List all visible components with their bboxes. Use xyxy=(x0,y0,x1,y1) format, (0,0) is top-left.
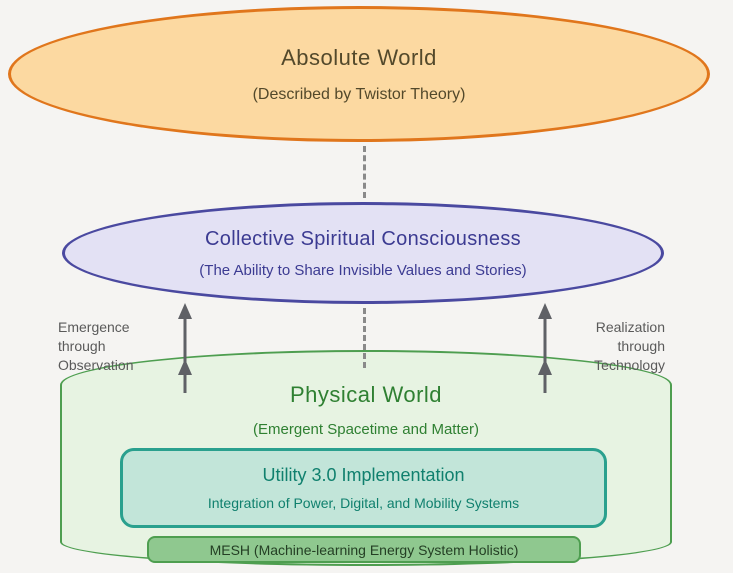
emergence-label-line3: Observation xyxy=(58,357,134,373)
collective-consciousness-subtitle: (The Ability to Share Invisible Values a… xyxy=(199,261,527,279)
emergence-label-line2: through xyxy=(58,338,106,354)
mesh-label: MESH (Machine-learning Energy System Hol… xyxy=(209,541,519,558)
collective-consciousness-title: Collective Spiritual Consciousness xyxy=(205,227,521,250)
up-arrow-left-icon xyxy=(178,303,192,393)
utility-implementation-title: Utility 3.0 Implementation xyxy=(262,465,465,485)
collective-consciousness-ellipse: Collective Spiritual Consciousness (The … xyxy=(62,202,664,304)
realization-label-line3: Technology xyxy=(594,357,665,373)
mesh-bar: MESH (Machine-learning Energy System Hol… xyxy=(147,536,581,563)
utility-implementation-box: Utility 3.0 Implementation Integration o… xyxy=(120,448,607,528)
utility-implementation-subtitle: Integration of Power, Digital, and Mobil… xyxy=(207,495,520,511)
realization-label-line2: through xyxy=(617,338,665,354)
emergence-label: Emergence through Observation xyxy=(58,318,168,375)
physical-world-subtitle: (Emergent Spacetime and Matter) xyxy=(253,421,479,438)
connector-dashed-upper xyxy=(363,146,366,198)
emergence-label-line1: Emergence xyxy=(58,319,130,335)
realization-label-line1: Realization xyxy=(595,319,665,335)
realization-label: Realization through Technology xyxy=(555,318,665,375)
absolute-world-title: Absolute World xyxy=(281,44,437,70)
physical-world-title: Physical World xyxy=(289,382,443,407)
connector-dashed-lower xyxy=(363,308,366,368)
absolute-world-subtitle: (Described by Twistor Theory) xyxy=(252,85,466,103)
up-arrow-right-icon xyxy=(538,303,552,393)
absolute-world-ellipse: Absolute World (Described by Twistor The… xyxy=(8,6,710,142)
